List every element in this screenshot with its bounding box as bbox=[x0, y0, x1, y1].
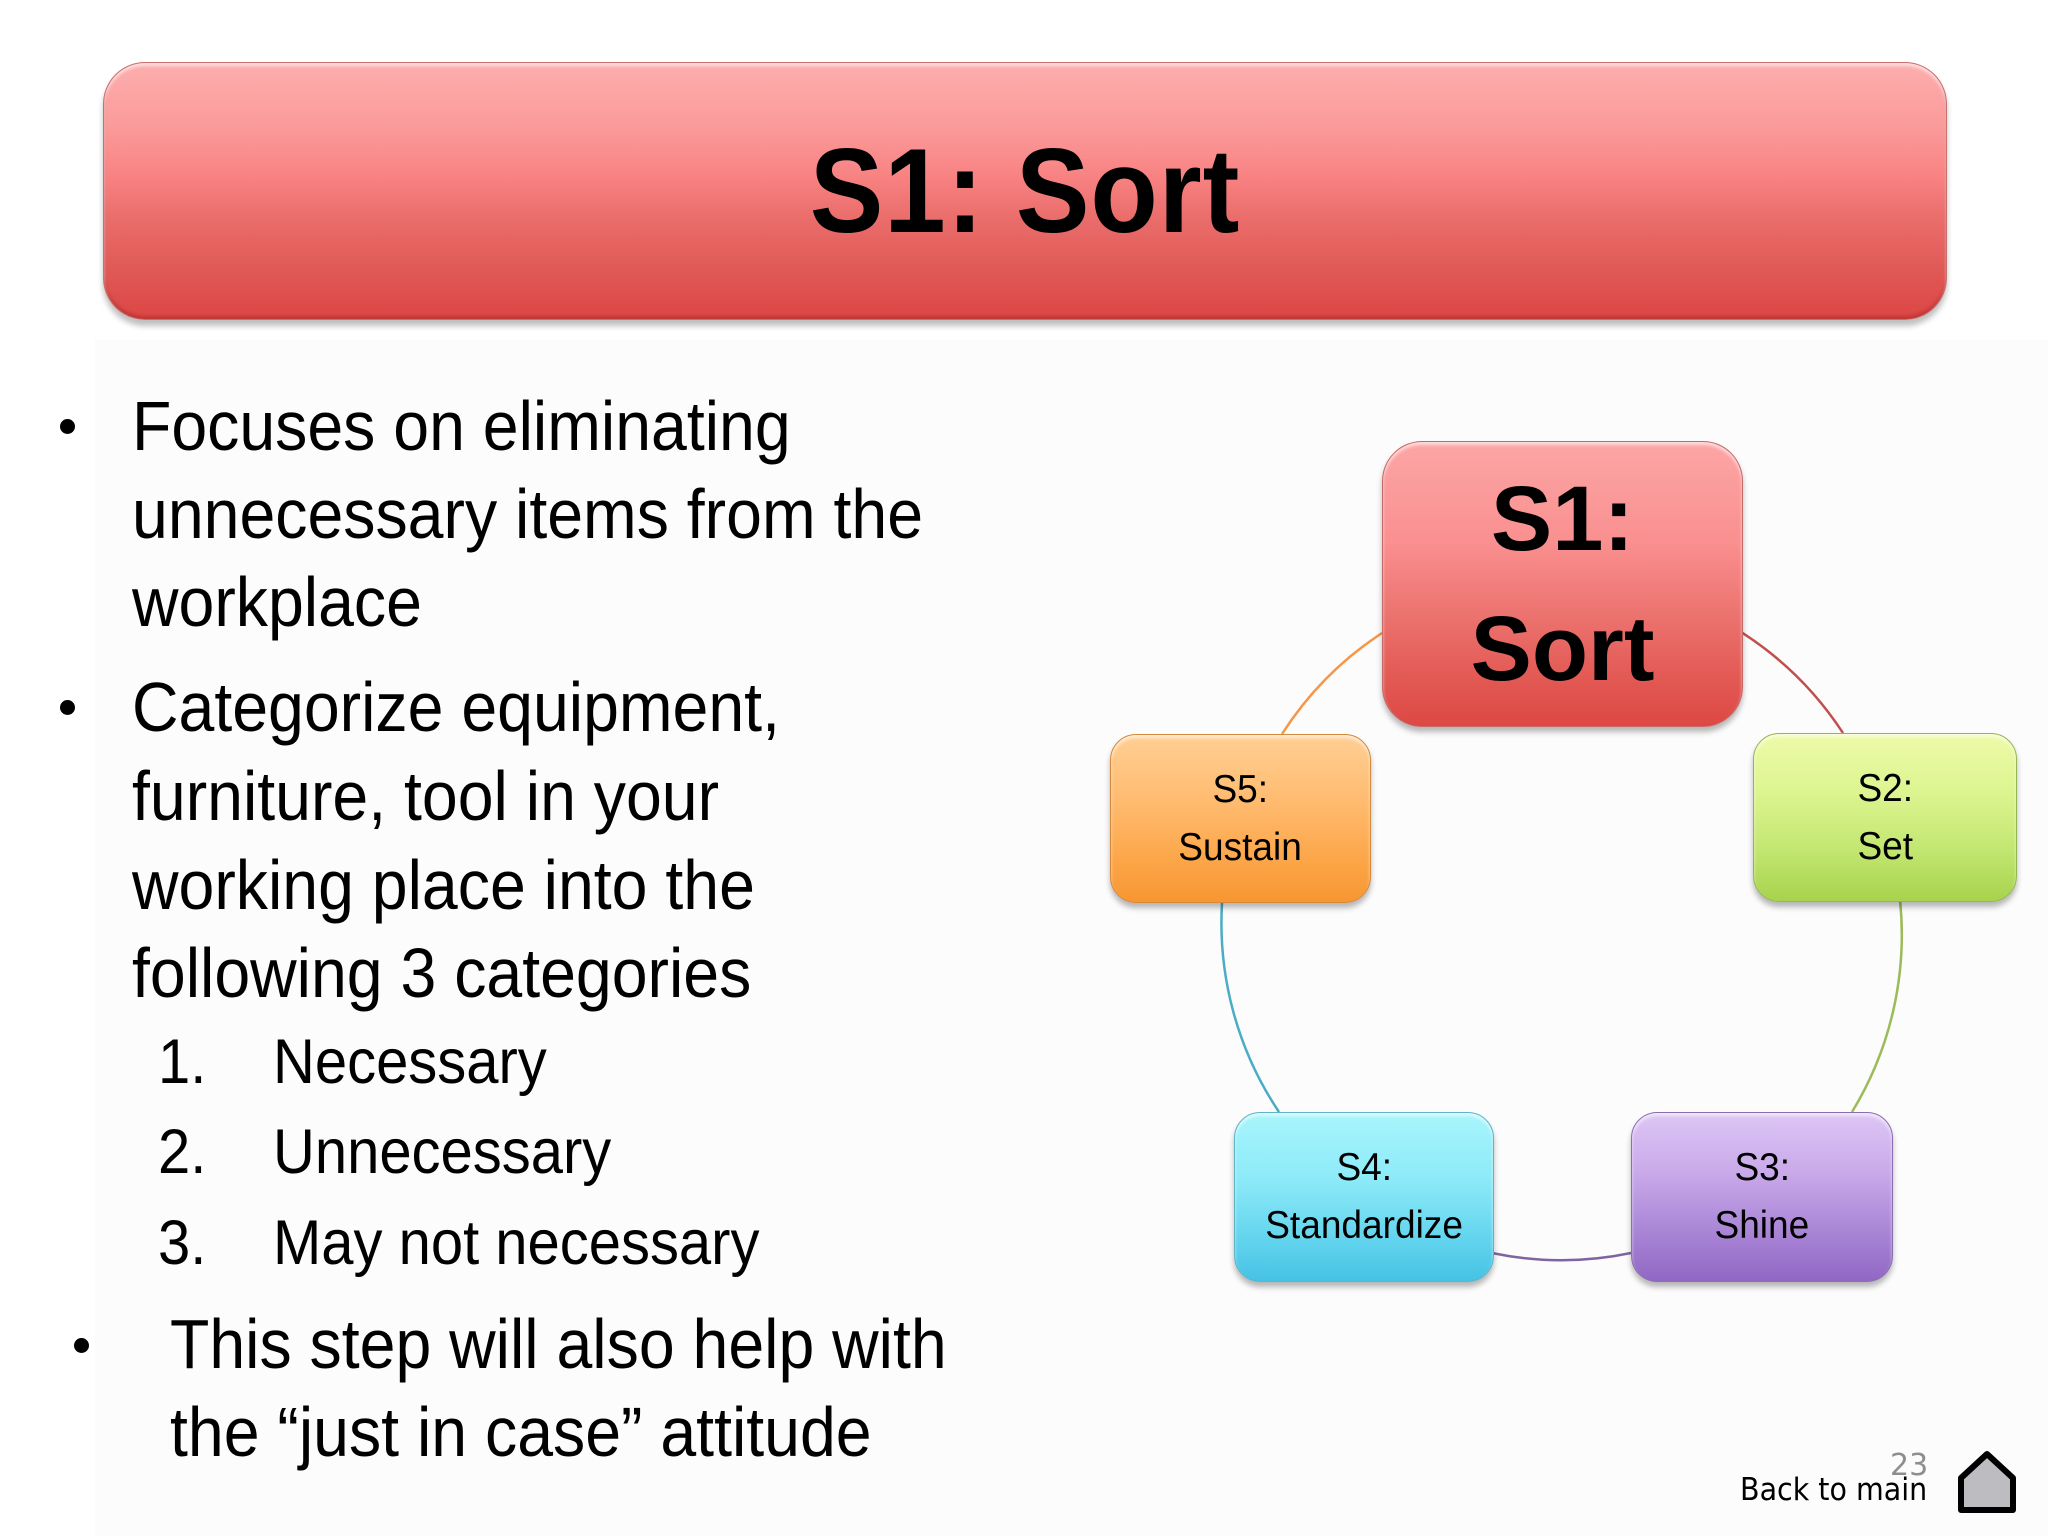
node-label-line1: S4: bbox=[1336, 1146, 1392, 1189]
node-label-line1: S3: bbox=[1734, 1146, 1790, 1189]
sub-item-text: Unnecessary bbox=[273, 1117, 612, 1187]
bullet-1-line-3: workplace bbox=[132, 563, 422, 641]
cycle-node-s5-sustain: S5: Sustain bbox=[1110, 734, 1371, 903]
bullet-dot bbox=[74, 1338, 89, 1353]
bullet-2-line-4: following 3 categories bbox=[132, 934, 752, 1012]
cycle-node-s3-shine: S3: Shine bbox=[1631, 1112, 1893, 1282]
home-icon[interactable] bbox=[1955, 1450, 2019, 1514]
node-label-line1: S5: bbox=[1212, 767, 1269, 811]
sub-item-number: 1. bbox=[158, 1027, 207, 1097]
connector-s2-s3 bbox=[1850, 899, 1903, 1113]
page-number: 23 bbox=[1890, 1448, 1929, 1483]
bullet-dot bbox=[60, 419, 75, 434]
node-label-line2: Set bbox=[1857, 824, 1913, 868]
sub-item-number: 2. bbox=[158, 1117, 207, 1187]
bullet-3-line-1: This step will also help with bbox=[170, 1305, 947, 1383]
sub-item-text: May not necessary bbox=[273, 1208, 760, 1278]
cycle-node-s2-set: S2: Set bbox=[1753, 733, 2017, 902]
bullet-dot bbox=[60, 700, 75, 715]
connector-s1-s2 bbox=[1740, 630, 1845, 734]
bullet-2-line-1: Categorize equipment, bbox=[132, 668, 780, 746]
bullet-1-line-1: Focuses on eliminating bbox=[132, 387, 791, 465]
back-to-main-link[interactable]: Back to main bbox=[1740, 1472, 1928, 1508]
sub-item-number: 3. bbox=[158, 1208, 207, 1278]
cycle-node-s4-standardize: S4: Standardize bbox=[1234, 1112, 1494, 1282]
bullet-2-line-2: furniture, tool in your bbox=[132, 757, 720, 835]
connector-s3-s4 bbox=[1491, 1251, 1632, 1262]
node-label-line2: Shine bbox=[1714, 1204, 1810, 1247]
slide-title: S1: Sort bbox=[809, 124, 1241, 258]
cycle-node-s1-sort: S1: Sort bbox=[1382, 441, 1743, 727]
node-label-line2: Sort bbox=[1470, 598, 1655, 700]
sub-item-text: Necessary bbox=[273, 1027, 547, 1097]
title-bar: S1: Sort bbox=[103, 62, 1947, 320]
node-label-line1: S2: bbox=[1857, 766, 1913, 810]
bullet-1-line-2: unnecessary items from the bbox=[132, 475, 924, 553]
bullet-2-line-3: working place into the bbox=[132, 846, 755, 924]
connector-s5-s1 bbox=[1280, 631, 1383, 735]
node-label-line1: S1: bbox=[1490, 468, 1635, 570]
node-label-line2: Sustain bbox=[1178, 825, 1303, 869]
connector-s4-s5 bbox=[1220, 902, 1281, 1113]
node-label-line2: Standardize bbox=[1265, 1204, 1463, 1247]
bullet-3-line-2: the “just in case” attitude bbox=[170, 1393, 872, 1471]
